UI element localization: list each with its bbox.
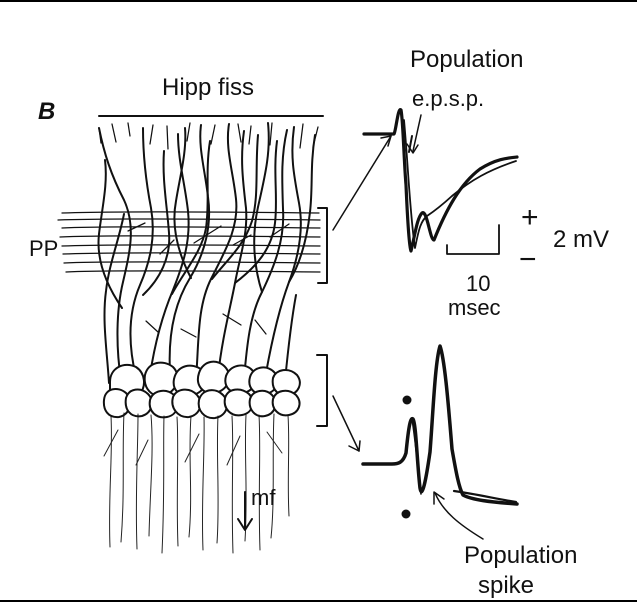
dendritic-arbors <box>97 122 316 384</box>
granule-cell-bracket <box>316 354 328 427</box>
pp-bracket <box>317 207 328 284</box>
hipp-fiss-label: Hipp fiss <box>162 74 255 101</box>
scale-bar <box>446 224 500 255</box>
population-spike-callout <box>433 491 484 540</box>
recording-arrows <box>332 135 392 452</box>
perforant-path-fibers <box>57 211 321 273</box>
spike-marker-dots <box>401 395 412 519</box>
mf-label: mf <box>251 485 276 510</box>
scale-time-unit: msec <box>448 295 501 320</box>
fine-dendrites <box>98 122 319 338</box>
pp-label: PP <box>29 236 59 261</box>
population-epsp-subtitle: e.p.s.p. <box>412 86 485 111</box>
scale-minus: − <box>519 243 537 276</box>
population-spike-subtitle: spike <box>478 572 535 599</box>
scale-voltage: 2 mV <box>553 226 610 253</box>
population-spike-title: Population <box>464 542 578 569</box>
scale-plus: + <box>521 201 539 234</box>
population-epsp-callout <box>406 114 422 154</box>
granule-cell-bodies <box>102 360 301 420</box>
panel-label: B <box>38 98 56 125</box>
mossy-fiber-arrow <box>237 491 253 531</box>
population-spike-trace <box>361 344 519 506</box>
mossy-fibers <box>103 412 290 554</box>
scale-time-value: 10 <box>466 271 491 296</box>
population-epsp-trace <box>362 108 519 253</box>
population-epsp-title: Population <box>410 46 524 73</box>
